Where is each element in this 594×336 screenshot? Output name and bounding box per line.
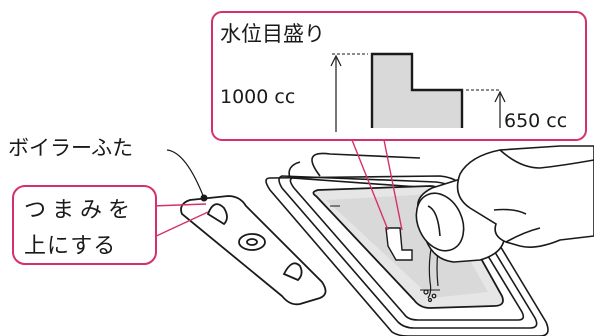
gauge-outline [370,52,464,128]
lid-instruction-line2: 上にする [24,234,117,259]
water-level-callout [211,11,587,141]
lid-second-notch [282,262,303,282]
low-mark-label: 650 cc [504,110,568,132]
lid-instruction-callout [12,185,157,265]
water-level-gauge-mark [385,227,413,261]
lid-knob-notch [206,203,228,226]
boiler-lid [180,195,327,306]
hand [456,145,594,248]
lid-name-label: ボイラーふた [8,136,134,160]
knob-leader-lines [151,203,209,239]
gauge-leader-lines [351,139,403,231]
high-mark-label: 1000 cc [220,86,296,108]
water-level-title: 水位目盛り [220,22,325,46]
lid-instruction-line1: つまみを [24,198,137,223]
lid-pointer [166,149,208,202]
